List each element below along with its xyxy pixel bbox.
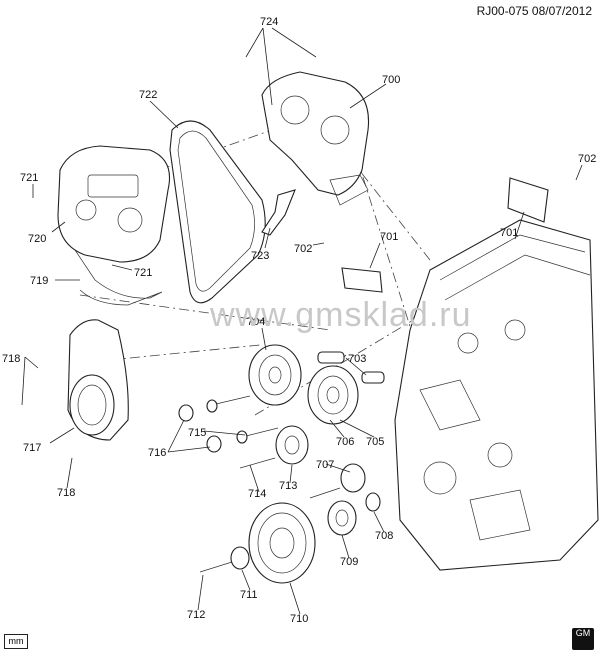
dowel-703b [361,371,385,384]
crankshaft-balancer-710 [248,502,316,584]
engine-block [394,219,599,571]
callout-711: 711 [240,589,258,601]
seal-housing-717 [67,319,129,441]
cam-sprocket-704 [248,344,302,406]
tensioner-706 [340,463,366,493]
callout-715: 715 [188,427,206,439]
bolt-714 [239,457,276,469]
callout-714: 714 [248,488,266,500]
callout-702: 702 [294,243,312,255]
bolt-washer-715-716 [178,395,279,453]
front-cover-720 [57,145,171,263]
callout-716: 716 [148,447,166,459]
callout-708: 708 [375,530,393,542]
callout-724: 724 [260,16,278,28]
callout-720: 720 [28,233,46,245]
unit-badge: mm [4,634,28,649]
callout-719: 719 [30,275,48,287]
bolt-707 [309,487,341,499]
callout-722: 722 [139,89,157,101]
cam-sprocket-705 [307,365,359,425]
callout-723: 723 [251,250,269,262]
callout-721: 721 [134,267,152,279]
timing-chain-722 [169,120,266,304]
idler-713 [275,425,309,465]
callout-713: 713 [279,480,297,492]
callout-718: 718 [57,487,75,499]
callout-703: 703 [348,353,366,365]
callout-706: 706 [336,436,354,448]
callout-721: 721 [20,172,38,184]
actuator-701b [507,177,549,223]
callout-712: 712 [187,609,205,621]
watermark-text: www.gmsklad.ru [210,296,472,334]
callout-710: 710 [290,613,308,625]
diagram-reference-code: RJ00-075 08/07/2012 [476,4,592,18]
callout-700: 700 [382,74,400,86]
callout-701: 701 [380,231,398,243]
callout-701: 701 [500,227,518,239]
callout-718: 718 [2,353,20,365]
gasket-719 [74,249,163,306]
dowel-703a [317,351,345,364]
washer-708 [365,492,381,512]
chain-guide-723 [261,189,296,236]
callout-705: 705 [366,436,384,448]
crank-sprocket-709 [327,500,357,536]
actuator-701a [341,267,383,293]
upper-timing-cover-700 [261,71,370,206]
callout-704: 704 [247,316,265,328]
gm-logo-badge: GM [572,628,594,650]
bolt-712 [199,561,233,573]
callout-702: 702 [578,153,596,165]
callout-709: 709 [340,556,358,568]
callout-717: 717 [23,442,41,454]
washer-711 [230,546,250,570]
callout-707: 707 [316,459,334,471]
